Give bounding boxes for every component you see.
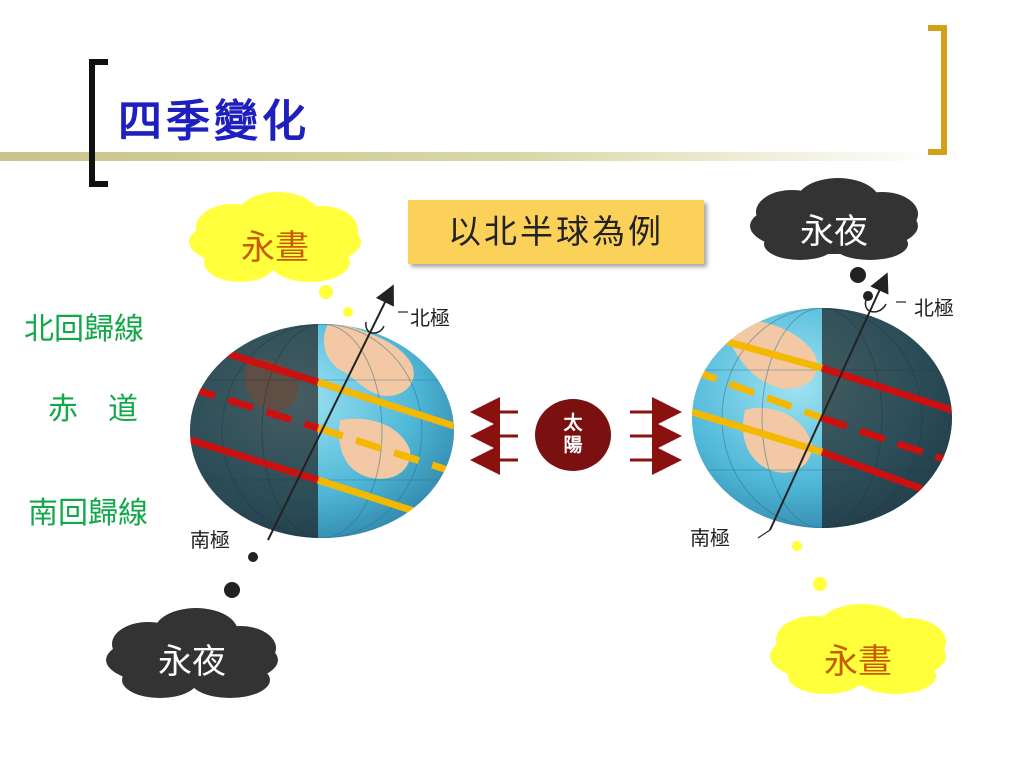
- right-bottom-cloud: [770, 604, 946, 694]
- equator-night: [190, 384, 320, 432]
- rotation-arrow: [864, 299, 887, 313]
- thought-dot: [863, 291, 873, 301]
- title-decoration: [0, 25, 947, 187]
- thought-dot: [224, 582, 240, 598]
- left-south-pole-label: 南極: [190, 528, 230, 552]
- right-top-cloud-text: 永夜: [800, 212, 868, 252]
- night-side: [822, 308, 952, 528]
- thought-dot: [319, 285, 333, 299]
- equator-day: [316, 424, 454, 476]
- thought-dot: [248, 552, 258, 562]
- left-bottom-cloud: [106, 608, 278, 698]
- tropic-south-label: 南回歸線: [28, 496, 148, 531]
- title-underline-bar: [0, 152, 940, 161]
- tropic-south-night: [190, 436, 320, 484]
- thought-dot: [850, 267, 866, 283]
- sun-group: [470, 397, 682, 475]
- left-north-pole-label: 北極: [410, 306, 450, 330]
- thought-dot: [792, 541, 802, 551]
- sun-circle: [535, 399, 611, 471]
- left-top-cloud-text: 永晝: [241, 228, 309, 268]
- left-bottom-cloud-text: 永夜: [158, 642, 226, 682]
- equator-day: [692, 366, 824, 422]
- left-top-cloud: [189, 192, 361, 282]
- thought-dot: [343, 307, 353, 317]
- right-bracket: [928, 25, 947, 155]
- example-label-box: 以北半球為例: [408, 200, 704, 264]
- equator-night: [820, 414, 952, 466]
- right-top-cloud: [750, 178, 918, 260]
- right-south-pole-label: 南極: [690, 526, 730, 550]
- page-title: 四季變化: [118, 96, 310, 147]
- rotation-axis: [769, 272, 889, 531]
- sun-label-line2: 陽: [563, 434, 583, 456]
- tropic-north-label: 北回歸線: [24, 312, 144, 347]
- rotation-axis: [267, 284, 394, 541]
- right-north-pole-label: 北極: [914, 296, 954, 320]
- night-side: [190, 324, 318, 538]
- right-bottom-cloud-text: 永晝: [824, 642, 892, 682]
- sun-label-line1: 太: [563, 412, 583, 434]
- rotation-arrow: [365, 321, 385, 334]
- left-bracket: [89, 59, 108, 187]
- tropic-north-night: [820, 364, 952, 414]
- land-mass: [323, 324, 414, 396]
- thought-dot: [813, 577, 827, 591]
- tropic-north-day: [316, 378, 454, 430]
- tropic-south-day: [692, 408, 824, 456]
- equator-label: 赤 道: [48, 392, 138, 427]
- sun-label: 太 陽: [555, 412, 591, 456]
